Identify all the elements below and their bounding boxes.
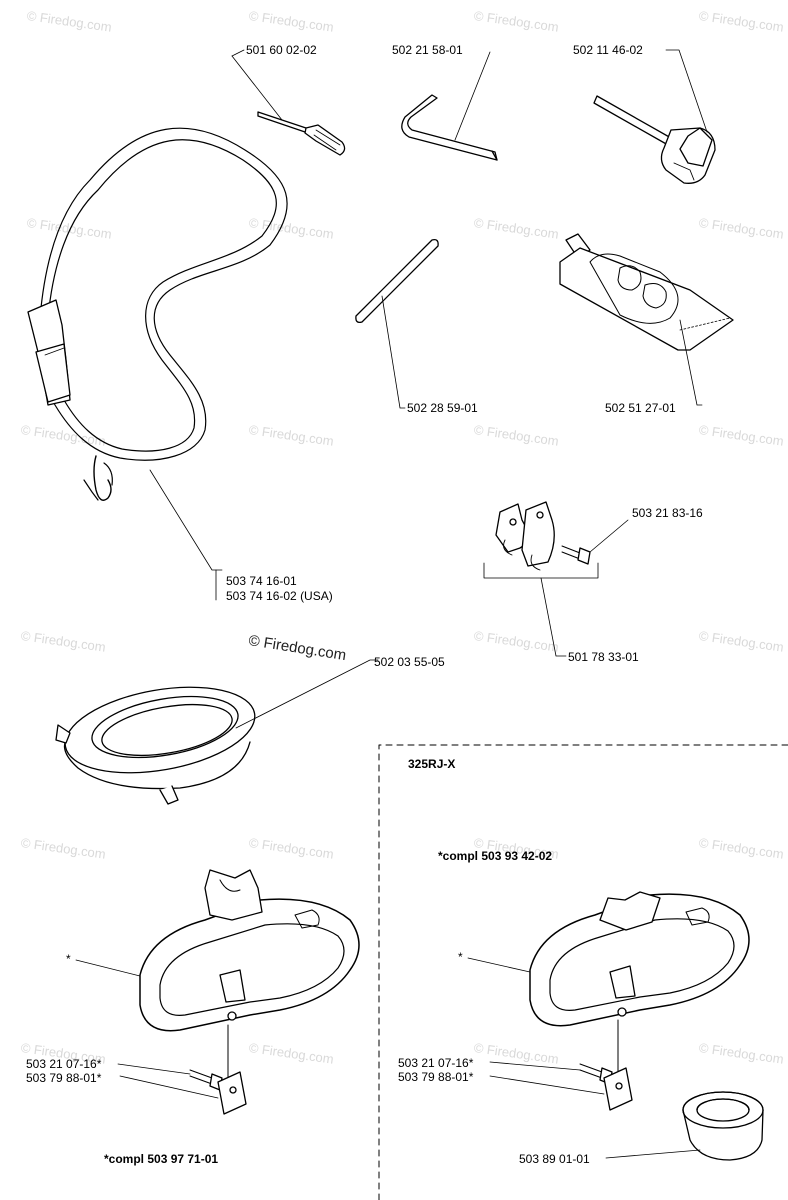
part-number-label: 503 21 07-16* [398, 1056, 474, 1070]
kit-label-left: *compl 503 97 71-01 [104, 1152, 219, 1166]
grease-tube-drawing [559, 233, 734, 406]
harness-strap-drawing [27, 127, 288, 601]
asterisk-marker: * [458, 950, 463, 964]
screwdriver-drawing [231, 49, 346, 156]
part-number-label: 502 03 55-05 [374, 655, 445, 669]
part-number-label: 503 74 16-02 (USA) [226, 589, 333, 603]
part-number-label: 501 60 02-02 [246, 43, 317, 57]
kit-label-right: *compl 503 93 42-02 [438, 849, 553, 863]
part-number-label: 503 89 01-01 [519, 1152, 590, 1166]
part-number-label: 502 28 59-01 [407, 401, 478, 415]
part-number-label: 503 21 83-16 [632, 506, 703, 520]
right-trimmer-guard-drawing [467, 891, 750, 1111]
hex-key-drawing [401, 51, 498, 161]
part-number-label: 501 78 33-01 [568, 650, 639, 664]
part-number-label: 503 21 07-16* [26, 1057, 102, 1071]
part-number-label: 503 74 16-01 [226, 574, 297, 588]
part-number-label: 502 11 46-02 [573, 43, 643, 57]
part-number-label: 502 51 27-01 [605, 401, 676, 415]
part-number-label: 502 21 58-01 [392, 43, 463, 57]
left-trimmer-guard-drawing [75, 869, 360, 1115]
cup-drawing [605, 1091, 764, 1161]
model-label: 325RJ-X [408, 757, 456, 771]
part-number-label: 503 79 88-01* [26, 1071, 102, 1085]
guard-ring-drawing [55, 659, 379, 805]
combination-spanner-drawing [593, 49, 716, 184]
part-number-label: 503 79 88-01* [398, 1070, 474, 1084]
pin-drawing [355, 238, 439, 409]
asterisk-marker: * [66, 952, 71, 966]
bracket-clamp-drawing [483, 501, 629, 657]
